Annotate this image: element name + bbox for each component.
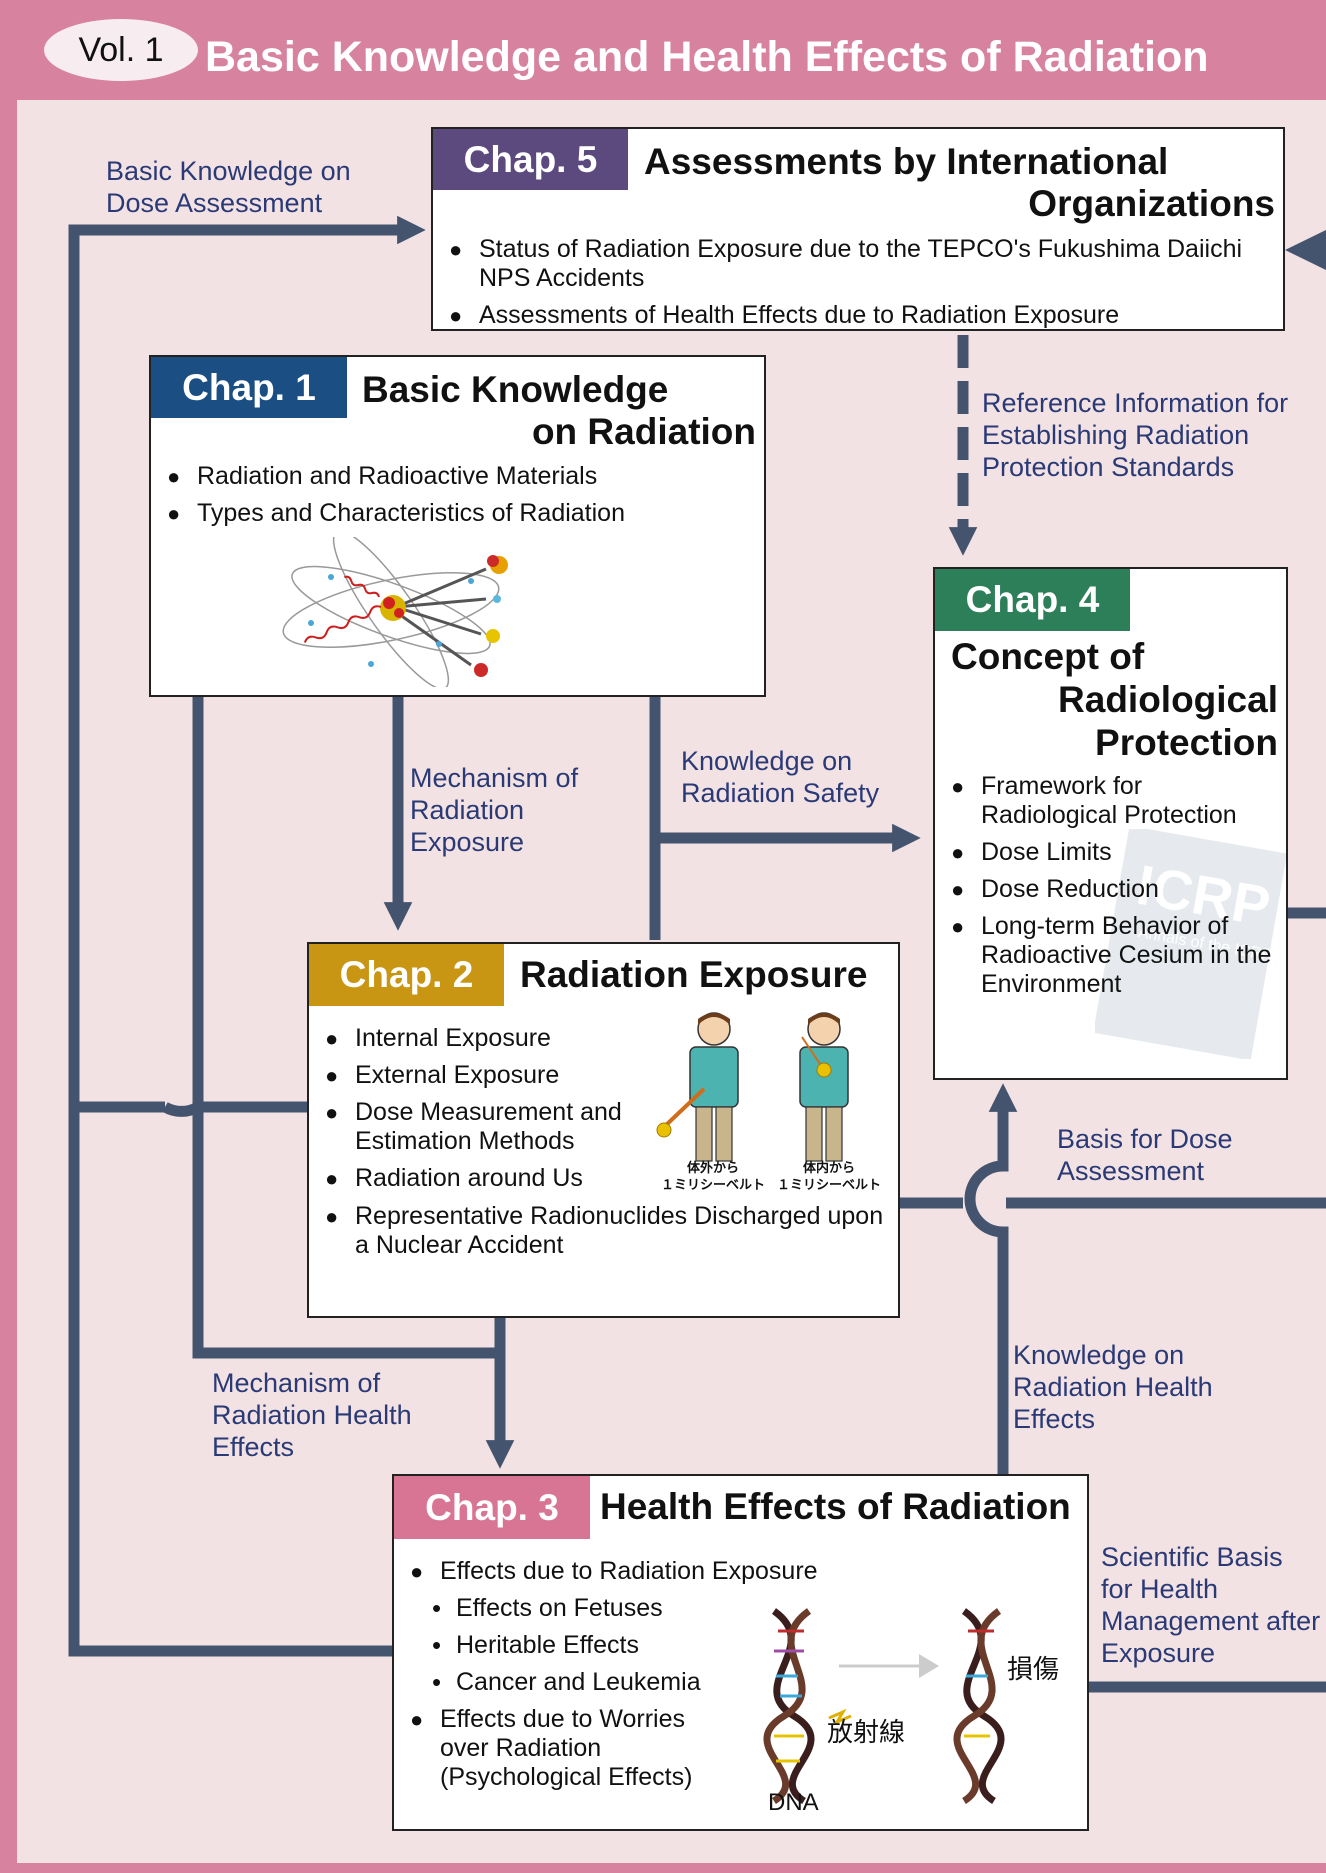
chap4-bullet: Dose Reduction xyxy=(951,875,1281,904)
chap4-title-line1: Concept of xyxy=(951,636,1145,677)
chap5-tag: Chap. 5 xyxy=(433,129,628,190)
chap3-title: Health Effects of Radiation xyxy=(600,1486,1071,1527)
label-scientific-basis: Scientific Basis for Health Management a… xyxy=(1101,1542,1321,1668)
outer-left-connector xyxy=(68,215,426,1657)
chap4-tag: Chap. 4 xyxy=(935,569,1130,631)
chap1-left-down-connector xyxy=(192,697,500,1359)
chap1-title-line1: Basic Knowledge xyxy=(362,369,669,410)
chap1-bullet: Radiation and Radioactive Materials xyxy=(167,462,747,491)
page-title: Basic Knowledge and Health Effects of Ra… xyxy=(205,33,1209,81)
external-exposure-figure xyxy=(656,1012,739,1162)
chap1-bullets: Radiation and Radioactive Materials Type… xyxy=(167,462,747,536)
label-basis-dose: Basis for Dose Assessment xyxy=(1057,1124,1233,1186)
chap5-box: Chap. 5 Assessments by International Org… xyxy=(431,127,1285,331)
radiation-label: 放射線 xyxy=(827,1717,906,1747)
chap2-bullet: Radiation around Us xyxy=(325,1164,665,1193)
dna-helix-right xyxy=(953,1608,1005,1804)
chap2-box: Chap. 2 Radiation Exposure Internal Expo… xyxy=(307,942,900,1318)
chap5-bullets: Status of Radiation Exposure due to the … xyxy=(449,235,1269,338)
chap5-title-line2: Organizations xyxy=(1028,183,1275,224)
label-reference-info: Reference Information for Establishing R… xyxy=(982,388,1289,482)
chap2-bullet: Representative Radionuclides Discharged … xyxy=(325,1202,885,1260)
chap4-title-line2: Radiological xyxy=(1058,679,1278,720)
atom-radiation-icon xyxy=(282,537,508,687)
chap3-box: Chap. 3 Health Effects of Radiation Effe… xyxy=(392,1474,1089,1831)
caption-internal-2: １ミリシーベルト xyxy=(776,1177,881,1192)
chap1-box: Chap. 1 Basic Knowledge on Radiation Rad… xyxy=(149,355,766,697)
chap1-bullet: Types and Characteristics of Radiation xyxy=(167,499,747,528)
chap2-tag: Chap. 2 xyxy=(309,944,504,1006)
chap5-title-line1: Assessments by International xyxy=(644,141,1169,182)
chap1-title-line2: on Radiation xyxy=(531,411,756,452)
chap3-tag: Chap. 3 xyxy=(394,1476,590,1539)
chap4-bullet: Framework for Radiological Protection xyxy=(951,772,1281,830)
chap3-sub-bullet: Effects on Fetuses xyxy=(410,1594,740,1623)
chap2-bullets: Internal Exposure External Exposure Dose… xyxy=(325,1024,665,1201)
chap2-bullet: Dose Measurement and Estimation Methods xyxy=(325,1098,665,1156)
label-mechanism-exposure: Mechanism of Radiation Exposure xyxy=(410,763,579,857)
chap5-bullet: Assessments of Health Effects due to Rad… xyxy=(449,301,1269,330)
chap3-bullet: Effects due to Worries over Radiation (P… xyxy=(410,1705,740,1792)
chap4-bullet: Dose Limits xyxy=(951,838,1281,867)
chap1-tag: Chap. 1 xyxy=(151,357,347,418)
chap4-title-line3: Protection xyxy=(1095,722,1278,763)
caption-internal-1: 体内から xyxy=(802,1160,855,1175)
dna-illustration xyxy=(763,1608,1005,1804)
chap3-bullet: Effects due to Radiation Exposure xyxy=(410,1557,818,1586)
exposure-figures-illustration xyxy=(656,1012,849,1162)
label-knowledge-health: Knowledge on Radiation Health Effects xyxy=(1013,1340,1213,1434)
internal-exposure-figure xyxy=(799,1012,849,1162)
dna-label: DNA xyxy=(768,1789,819,1816)
chap4-box: ICRP Annals of the ICRP Chap. 4 Concept … xyxy=(933,567,1288,1080)
label-radiation-safety: Knowledge on Radiation Safety xyxy=(681,746,880,808)
chap2-bullets-wide: Representative Radionuclides Discharged … xyxy=(325,1202,885,1268)
chap3-sub-bullet: Heritable Effects xyxy=(410,1631,740,1660)
vol-badge: Vol. 1 xyxy=(44,19,198,81)
chap2-bullet: External Exposure xyxy=(325,1061,665,1090)
caption-external-1: 体外から xyxy=(686,1160,739,1175)
chap4-bullet: Long-term Behavior of Radioactive Cesium… xyxy=(951,912,1281,999)
chap2-bullet: Internal Exposure xyxy=(325,1024,665,1053)
chap4-bullets: Framework for Radiological Protection Do… xyxy=(951,772,1281,1007)
chap3-bullets: Effects due to Radiation Exposure Effect… xyxy=(410,1557,818,1800)
chap5-bullet: Status of Radiation Exposure due to the … xyxy=(449,235,1269,293)
label-mechanism-health: Mechanism of Radiation Health Effects xyxy=(212,1368,412,1462)
chap2-title: Radiation Exposure xyxy=(520,954,868,995)
chap3-sub-bullet: Cancer and Leukemia xyxy=(410,1668,740,1697)
chap3-to-chap4-connector xyxy=(964,1083,1018,1477)
label-basic-dose-assessment: Basic Knowledge on Dose Assessment xyxy=(106,156,351,218)
damage-label: 損傷 xyxy=(1007,1654,1060,1684)
caption-external-2: １ミリシーベルト xyxy=(660,1177,765,1192)
chap5-right-arrowhead xyxy=(1285,230,1326,270)
dna-helix-left xyxy=(763,1608,815,1804)
